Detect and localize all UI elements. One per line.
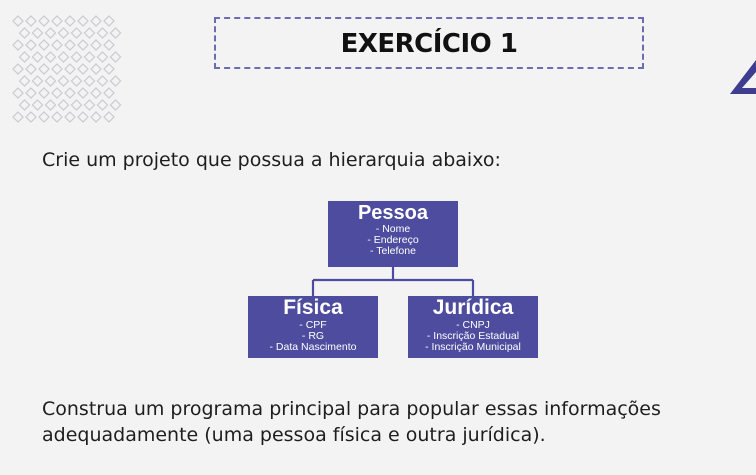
diamond-shape bbox=[12, 87, 24, 99]
diamond-shape bbox=[44, 27, 57, 39]
diamond-shape bbox=[12, 63, 24, 75]
diamond-shape bbox=[103, 63, 115, 75]
diamond-shape bbox=[57, 75, 70, 87]
diamond-shape bbox=[70, 51, 83, 63]
diamond-shape bbox=[64, 39, 76, 51]
diamond-shape bbox=[77, 15, 89, 27]
diamond-shape bbox=[77, 39, 89, 51]
diamond-shape bbox=[31, 99, 44, 111]
diamond-shape bbox=[18, 99, 31, 111]
diamond-grid-pattern-icon bbox=[12, 15, 122, 123]
diamond-shape bbox=[25, 63, 37, 75]
node-juridica-attr: - CNPJ bbox=[456, 319, 490, 331]
diamond-shape bbox=[64, 111, 76, 123]
node-pessoa-title: Pessoa bbox=[357, 202, 429, 224]
diamond-shape bbox=[90, 111, 102, 123]
node-pessoa: Pessoa - Nome - Endereço - Telefone bbox=[328, 201, 458, 267]
diamond-shape bbox=[57, 27, 70, 39]
diamond-shape bbox=[18, 51, 31, 63]
diamond-shape bbox=[18, 75, 31, 87]
diamond-shape bbox=[12, 39, 24, 51]
diamond-shape bbox=[90, 87, 102, 99]
diamond-shape bbox=[103, 15, 115, 27]
intro-instruction: Crie um projeto que possua a hierarquia … bbox=[42, 149, 501, 171]
diamond-shape bbox=[38, 63, 50, 75]
diamond-shape bbox=[83, 75, 96, 87]
node-fisica-attr: - CPF bbox=[299, 319, 327, 331]
diamond-shape bbox=[25, 15, 37, 27]
diamond-shape bbox=[31, 27, 44, 39]
diamond-shape bbox=[18, 27, 31, 39]
diamond-shape bbox=[31, 51, 44, 63]
diamond-shape bbox=[57, 99, 70, 111]
diamond-shape bbox=[109, 75, 122, 87]
node-fisica: Física - CPF - RG - Data Nascimento bbox=[248, 296, 378, 358]
diamond-shape bbox=[44, 99, 57, 111]
node-pessoa-attr: - Nome bbox=[375, 223, 411, 235]
diamond-shape bbox=[31, 75, 44, 87]
node-juridica-attr: - Inscrição Estadual bbox=[426, 330, 520, 342]
page-title: EXERCÍCIO 1 bbox=[340, 29, 518, 59]
node-juridica-title: Jurídica bbox=[432, 296, 514, 319]
diamond-shape bbox=[77, 63, 89, 75]
diamond-shape bbox=[96, 99, 109, 111]
outro-instruction: Construa um programa principal para popu… bbox=[42, 396, 742, 448]
diamond-shape bbox=[25, 39, 37, 51]
diamond-shape bbox=[51, 15, 63, 27]
diamond-shape bbox=[103, 111, 115, 123]
diamond-shape bbox=[44, 51, 57, 63]
diamond-shape bbox=[51, 87, 63, 99]
diamond-shape bbox=[38, 39, 50, 51]
diamond-shape bbox=[96, 51, 109, 63]
diamond-shape bbox=[70, 27, 83, 39]
node-fisica-attr: - RG bbox=[301, 330, 325, 342]
diamond-shape bbox=[57, 51, 70, 63]
diamond-shape bbox=[38, 87, 50, 99]
node-pessoa-attr: - Telefone bbox=[370, 245, 416, 257]
diamond-shape bbox=[90, 39, 102, 51]
diamond-shape bbox=[51, 111, 63, 123]
diamond-shape bbox=[44, 75, 57, 87]
diamond-shape bbox=[25, 87, 37, 99]
diamond-shape bbox=[90, 15, 102, 27]
diamond-shape bbox=[51, 63, 63, 75]
diamond-shape bbox=[109, 27, 122, 39]
diamond-shape bbox=[70, 99, 83, 111]
diamond-shape bbox=[96, 75, 109, 87]
diamond-shape bbox=[109, 99, 122, 111]
diamond-shape bbox=[77, 111, 89, 123]
diamond-shape bbox=[38, 15, 50, 27]
node-pessoa-attr: - Endereço bbox=[367, 234, 419, 246]
diamond-shape bbox=[12, 111, 24, 123]
diamond-shape bbox=[12, 15, 24, 27]
diamond-shape bbox=[77, 87, 89, 99]
node-juridica-attr: - Inscrição Municipal bbox=[425, 341, 521, 353]
node-fisica-attr: - Data Nascimento bbox=[269, 341, 357, 353]
node-fisica-title: Física bbox=[283, 296, 343, 319]
diamond-shape bbox=[51, 39, 63, 51]
title-frame bbox=[214, 17, 644, 69]
outro-line-2: adequadamente (uma pessoa física e outra… bbox=[42, 424, 546, 446]
diamond-shape bbox=[38, 111, 50, 123]
diamond-shape bbox=[103, 87, 115, 99]
diamond-shape bbox=[103, 39, 115, 51]
diamond-shape bbox=[83, 27, 96, 39]
diamond-shape bbox=[25, 111, 37, 123]
node-juridica: Jurídica - CNPJ - Inscrição Estadual - I… bbox=[408, 296, 538, 358]
diamond-shape bbox=[96, 27, 109, 39]
diamond-shape bbox=[64, 63, 76, 75]
diamond-shape bbox=[83, 51, 96, 63]
diamond-shape bbox=[90, 63, 102, 75]
diamond-shape bbox=[64, 15, 76, 27]
diamond-shape bbox=[109, 51, 122, 63]
diamond-shape bbox=[64, 87, 76, 99]
diamond-shape bbox=[83, 99, 96, 111]
triangle-corner-icon bbox=[730, 60, 756, 94]
outro-line-1: Construa um programa principal para popu… bbox=[42, 398, 661, 420]
diamond-shape bbox=[70, 75, 83, 87]
